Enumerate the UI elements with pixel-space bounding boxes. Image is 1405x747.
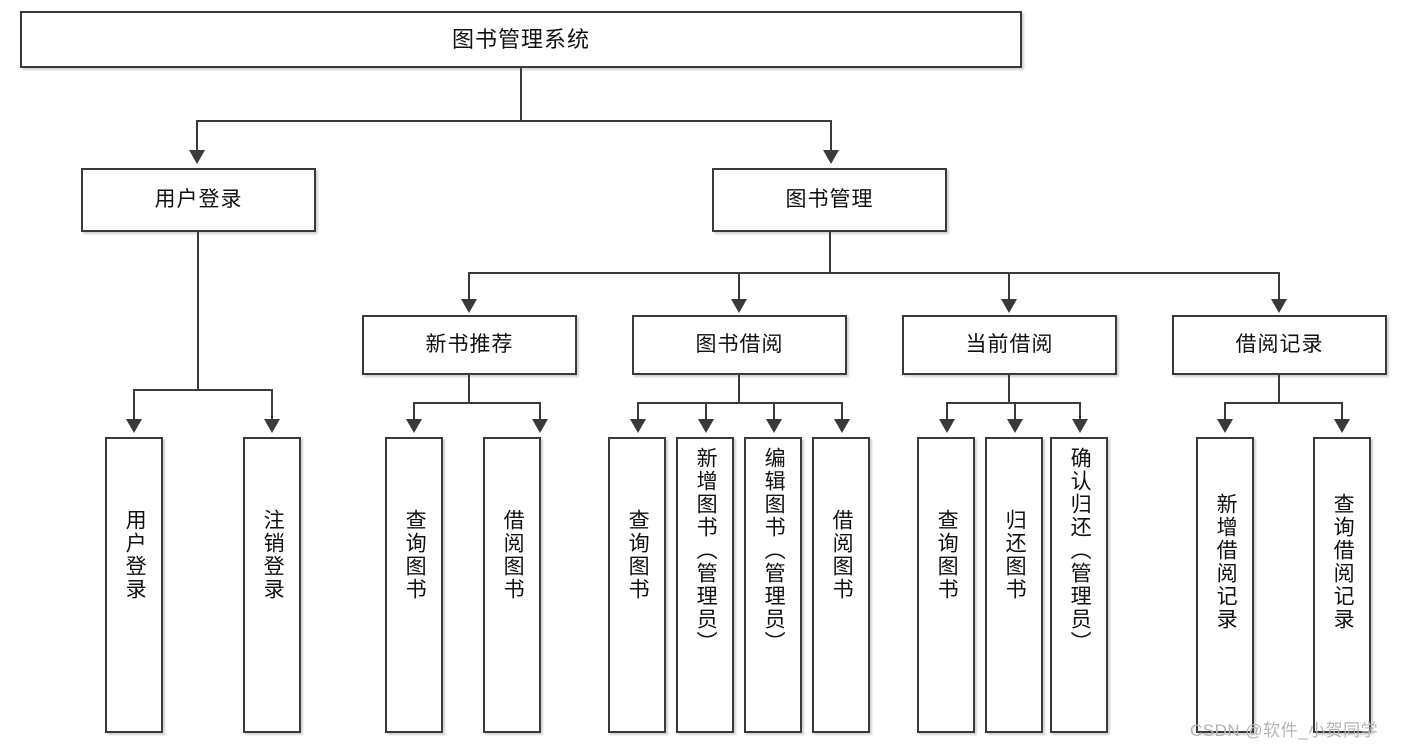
arrowhead-bb-leaf-2 — [698, 419, 714, 433]
arrowhead-leaf-logout — [264, 419, 280, 433]
leaf-add-book-admin[interactable]: 新增图书（管理员） — [676, 437, 734, 733]
node-label: 图书借阅 — [695, 332, 784, 356]
node-label: 当前借阅 — [965, 332, 1054, 356]
leaf-edit-book-admin[interactable]: 编辑图书（管理员） — [744, 437, 802, 733]
leaf-logout[interactable]: 注销登录 — [243, 437, 301, 733]
leaf-query-borrow-record[interactable]: 查询借阅记录 — [1313, 437, 1371, 733]
arrowhead-leaf-user-login — [126, 419, 142, 433]
arrowhead-cb-leaf-1 — [939, 419, 955, 433]
leaf-label: 编辑图书（管理员） — [762, 447, 786, 654]
leaf-label: 借阅图书 — [501, 509, 525, 601]
arrowhead-br-leaf-2 — [1334, 419, 1350, 433]
edge-user-login-stem — [197, 232, 199, 389]
edge-user-login-bus — [133, 389, 271, 391]
leaf-label: 归还图书 — [1003, 509, 1027, 601]
leaf-label: 查询图书 — [626, 509, 650, 601]
edge-bb-leaf-3 — [773, 402, 775, 420]
edge-borrow-record-stem — [1278, 375, 1280, 402]
arrowhead-new-book-recommend — [461, 299, 477, 313]
edge-to-new-book-recommend — [468, 272, 470, 300]
edge-bb-leaf-2 — [705, 402, 707, 420]
leaf-label: 借阅图书 — [830, 509, 854, 601]
leaf-query-book-nbr[interactable]: 查询图书 — [385, 437, 443, 733]
node-label: 新书推荐 — [425, 332, 514, 356]
arrowhead-current-borrow — [1001, 299, 1017, 313]
edge-book-borrow-stem — [738, 375, 740, 402]
edge-level3-bus — [468, 272, 1280, 274]
edge-book-management-stem — [829, 232, 831, 272]
edge-nbr-leaf-2 — [539, 402, 541, 420]
edge-to-current-borrow — [1008, 272, 1010, 300]
node-label: 用户登录 — [154, 187, 243, 211]
arrowhead-user-login — [189, 150, 205, 164]
leaf-label: 新增图书（管理员） — [694, 447, 718, 654]
leaf-label: 查询借阅记录 — [1331, 493, 1355, 631]
arrowhead-bb-leaf-3 — [766, 419, 782, 433]
edge-cb-leaf-1 — [946, 402, 948, 420]
arrowhead-br-leaf-1 — [1217, 419, 1233, 433]
edge-bb-leaf-1 — [637, 402, 639, 420]
node-new-book-recommend[interactable]: 新书推荐 — [362, 315, 577, 375]
node-label: 借阅记录 — [1235, 332, 1324, 356]
leaf-label: 确认归还（管理员） — [1068, 447, 1092, 654]
leaf-label: 用户登录 — [123, 509, 147, 601]
edge-cb-leaf-3 — [1079, 402, 1081, 420]
edge-user-login-to-leaf-1 — [133, 389, 135, 420]
node-book-management[interactable]: 图书管理 — [712, 168, 947, 232]
leaf-borrow-book-bb[interactable]: 借阅图书 — [812, 437, 870, 733]
arrowhead-book-borrow — [731, 299, 747, 313]
node-book-borrow[interactable]: 图书借阅 — [632, 315, 847, 375]
leaf-borrow-book-nbr[interactable]: 借阅图书 — [483, 437, 541, 733]
edge-root-to-user-login — [196, 120, 198, 152]
leaf-return-book[interactable]: 归还图书 — [985, 437, 1043, 733]
edge-bb-leaf-4 — [841, 402, 843, 420]
arrowhead-bb-leaf-1 — [630, 419, 646, 433]
edge-root-bus — [196, 120, 832, 122]
node-current-borrow[interactable]: 当前借阅 — [902, 315, 1117, 375]
arrowhead-bb-leaf-4 — [834, 419, 850, 433]
csdn-watermark: CSDN @软件_小贺同学 — [1190, 721, 1379, 740]
edge-cb-leaf-2 — [1014, 402, 1016, 420]
node-label: 图书管理系统 — [451, 26, 590, 52]
edge-borrow-record-bus — [1224, 402, 1341, 404]
edge-current-borrow-stem — [1008, 375, 1010, 402]
leaf-label: 新增借阅记录 — [1214, 493, 1238, 631]
edge-new-book-recommend-bus — [413, 402, 539, 404]
edge-nbr-leaf-1 — [413, 402, 415, 420]
edge-to-book-borrow — [738, 272, 740, 300]
arrowhead-nbr-leaf-2 — [532, 419, 548, 433]
arrowhead-borrow-record — [1271, 299, 1287, 313]
node-user-login[interactable]: 用户登录 — [81, 168, 316, 232]
edge-root-to-book-management — [830, 120, 832, 152]
leaf-confirm-return-admin[interactable]: 确认归还（管理员） — [1050, 437, 1108, 733]
edge-new-book-recommend-stem — [468, 375, 470, 402]
node-borrow-record[interactable]: 借阅记录 — [1172, 315, 1387, 375]
leaf-user-login[interactable]: 用户登录 — [105, 437, 163, 733]
arrowhead-nbr-leaf-1 — [406, 419, 422, 433]
edge-user-login-to-leaf-2 — [271, 389, 273, 420]
node-root-book-management-system[interactable]: 图书管理系统 — [20, 11, 1022, 68]
leaf-label: 查询图书 — [403, 509, 427, 601]
edge-root-stem — [520, 68, 522, 120]
leaf-label: 查询图书 — [935, 509, 959, 601]
leaf-query-book-bb[interactable]: 查询图书 — [608, 437, 666, 733]
leaf-query-book-cb[interactable]: 查询图书 — [917, 437, 975, 733]
arrowhead-cb-leaf-2 — [1007, 419, 1023, 433]
edge-book-borrow-bus — [637, 402, 841, 404]
arrowhead-cb-leaf-3 — [1072, 419, 1088, 433]
arrowhead-book-management — [823, 150, 839, 164]
edge-to-borrow-record — [1278, 272, 1280, 300]
edge-br-leaf-1 — [1224, 402, 1226, 420]
edge-br-leaf-2 — [1341, 402, 1343, 420]
node-label: 图书管理 — [785, 187, 874, 211]
edge-current-borrow-bus — [946, 402, 1079, 404]
leaf-label: 注销登录 — [261, 509, 285, 601]
leaf-add-borrow-record[interactable]: 新增借阅记录 — [1196, 437, 1254, 733]
